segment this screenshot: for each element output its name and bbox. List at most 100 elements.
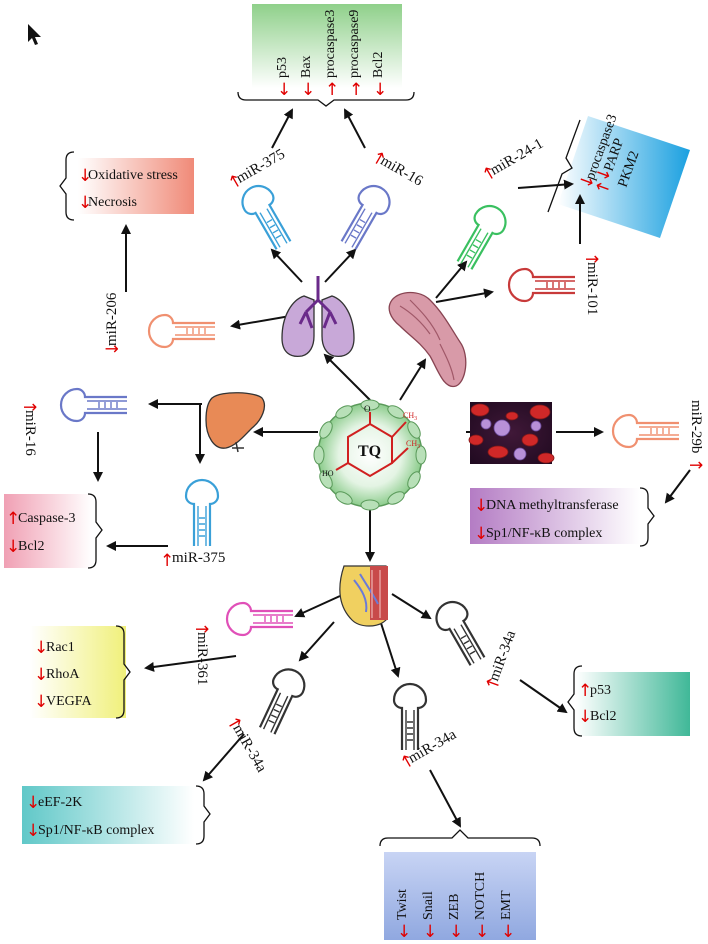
rac-targets-box: [30, 625, 131, 719]
emt-target-arrow: ↓: [423, 922, 437, 942]
mir375-top-label: miR-375: [234, 146, 288, 187]
parp-arrow: ↓: [593, 164, 617, 184]
necrosis-label: Necrosis: [88, 195, 137, 210]
p53-targets-box: [567, 665, 690, 737]
hairpin-icon: [251, 663, 311, 739]
eef2k-label: eEF-2K: [38, 795, 82, 810]
mir24-label: miR-24-1: [488, 136, 547, 179]
pancreas-icon: [388, 291, 467, 388]
rhoa-arrow: ↓: [34, 665, 48, 685]
dnmt-label: DNA methyltransferase: [486, 498, 619, 513]
vegfa-label: VEGFA: [46, 694, 93, 709]
tq-label: TQ: [358, 443, 381, 460]
tq-ho-label: HO: [322, 469, 334, 478]
caspase3-arrow: ↑: [6, 509, 20, 529]
liver-targets-box: [4, 493, 103, 569]
mir16-left-label: miR-16: [22, 410, 38, 456]
lung-target-bax: Bax: [299, 55, 314, 78]
hairpin-icon: [449, 199, 513, 275]
mir34a-left-label: miR-34a: [229, 722, 269, 776]
hairpin-icon: [59, 387, 129, 423]
p53-up-arrow: ↑: [578, 681, 592, 701]
hairpin-icon: [392, 682, 428, 752]
liver-icon: [205, 392, 266, 453]
tq-ch3-side: CH3: [406, 439, 420, 450]
oxidative-stress-arrow: ↓: [78, 166, 92, 186]
mir361-label: miR-361: [194, 632, 210, 685]
lung-target-procaspase3: procaspase3: [323, 10, 338, 78]
tq-sphere: [313, 399, 427, 511]
emt-targets-box: [379, 829, 541, 940]
cursor-icon: [28, 24, 41, 45]
emt-target-notch: NOTCH: [473, 872, 488, 920]
lung-target-procaspase9: procaspase9: [347, 10, 362, 78]
emt-target-snail: Snail: [421, 891, 436, 920]
tq-o-label: O: [364, 404, 371, 414]
breast-icon: [339, 565, 388, 627]
emt-target-zeb: ZEB: [447, 894, 462, 920]
sp1-label-eef: Sp1/NF-κB complex: [38, 823, 154, 838]
oxidative-box: [59, 151, 194, 221]
liver-bcl2-arrow: ↓: [6, 537, 20, 557]
mir375-left-label: miR-375: [172, 550, 225, 566]
eef2k-arrow: ↓: [26, 793, 40, 813]
tq-ch3-top: CH3: [403, 411, 417, 422]
hairpin-icon: [225, 601, 295, 637]
sp1-arrow-blood: ↓: [474, 524, 488, 544]
mir29b-arrow: ↑: [685, 458, 705, 472]
blood-targets-box: [470, 487, 655, 547]
caspase3-label: Caspase-3: [18, 511, 76, 526]
mir101-arrow: ↑: [581, 252, 601, 266]
mir34a-right-label: miR-34a: [486, 628, 519, 683]
hairpin-icon: [429, 595, 493, 671]
pkm2-arrow: ↑: [592, 177, 616, 197]
emt-target-arrow: ↓: [397, 922, 411, 942]
lung-target-arrow: ↓: [277, 80, 291, 100]
mir361-arrow: ↑: [191, 622, 211, 636]
liver-bcl2-label: Bcl2: [18, 539, 44, 554]
lung-target-p53: p53: [275, 57, 290, 78]
lung-icon: [281, 276, 355, 358]
p53box-bcl2-label: Bcl2: [590, 709, 616, 724]
hairpin-icon: [611, 413, 681, 449]
mir101-label: miR-101: [584, 262, 600, 315]
blood-cells-icon: [468, 402, 555, 464]
emt-target-arrow: ↓: [449, 922, 463, 942]
mir16-top-label: miR-16: [378, 153, 426, 190]
lung-target-arrow: ↓: [301, 80, 315, 100]
mir34a-right-arrow: ↑: [482, 673, 506, 693]
dnmt-arrow: ↓: [474, 496, 488, 516]
pancreas-targets-box: [547, 116, 690, 238]
emt-target-twist: Twist: [395, 889, 410, 920]
mir206-arrow: ↓: [103, 342, 123, 356]
rhoa-label: RhoA: [46, 667, 80, 682]
vegfa-arrow: ↓: [34, 692, 48, 712]
hairpin-icon: [147, 313, 217, 349]
mir29b-label: miR-29b: [688, 400, 704, 453]
hairpin-icon: [235, 179, 299, 255]
connector-arrows: [93, 108, 691, 828]
necrosis-arrow: ↓: [78, 193, 92, 213]
hairpin-icon: [333, 179, 397, 255]
lung-target-arrow: ↑: [349, 80, 363, 100]
lung-targets-box: [237, 4, 415, 107]
rac1-arrow: ↓: [34, 638, 48, 658]
hairpin-icon: [507, 267, 577, 303]
emt-target-emt: EMT: [499, 890, 514, 920]
mir16-left-arrow: ↑: [19, 400, 39, 414]
procaspase3-arrow: ↓: [576, 171, 600, 191]
emt-target-arrow: ↓: [475, 922, 489, 942]
lung-target-arrow: ↓: [373, 80, 387, 100]
p53-label: p53: [590, 683, 611, 698]
mir206-label: miR-206: [104, 292, 120, 346]
lung-target-arrow: ↑: [325, 80, 339, 100]
sp1-label-blood: Sp1/NF-κB complex: [486, 526, 602, 541]
eef-targets-box: [22, 785, 211, 845]
sp1-arrow-eef: ↓: [26, 821, 40, 841]
hairpin-icon: [184, 478, 220, 548]
oxidative-stress-label: Oxidative stress: [88, 168, 178, 183]
p53box-bcl2-arrow: ↓: [578, 707, 592, 727]
rac1-label: Rac1: [46, 640, 75, 655]
